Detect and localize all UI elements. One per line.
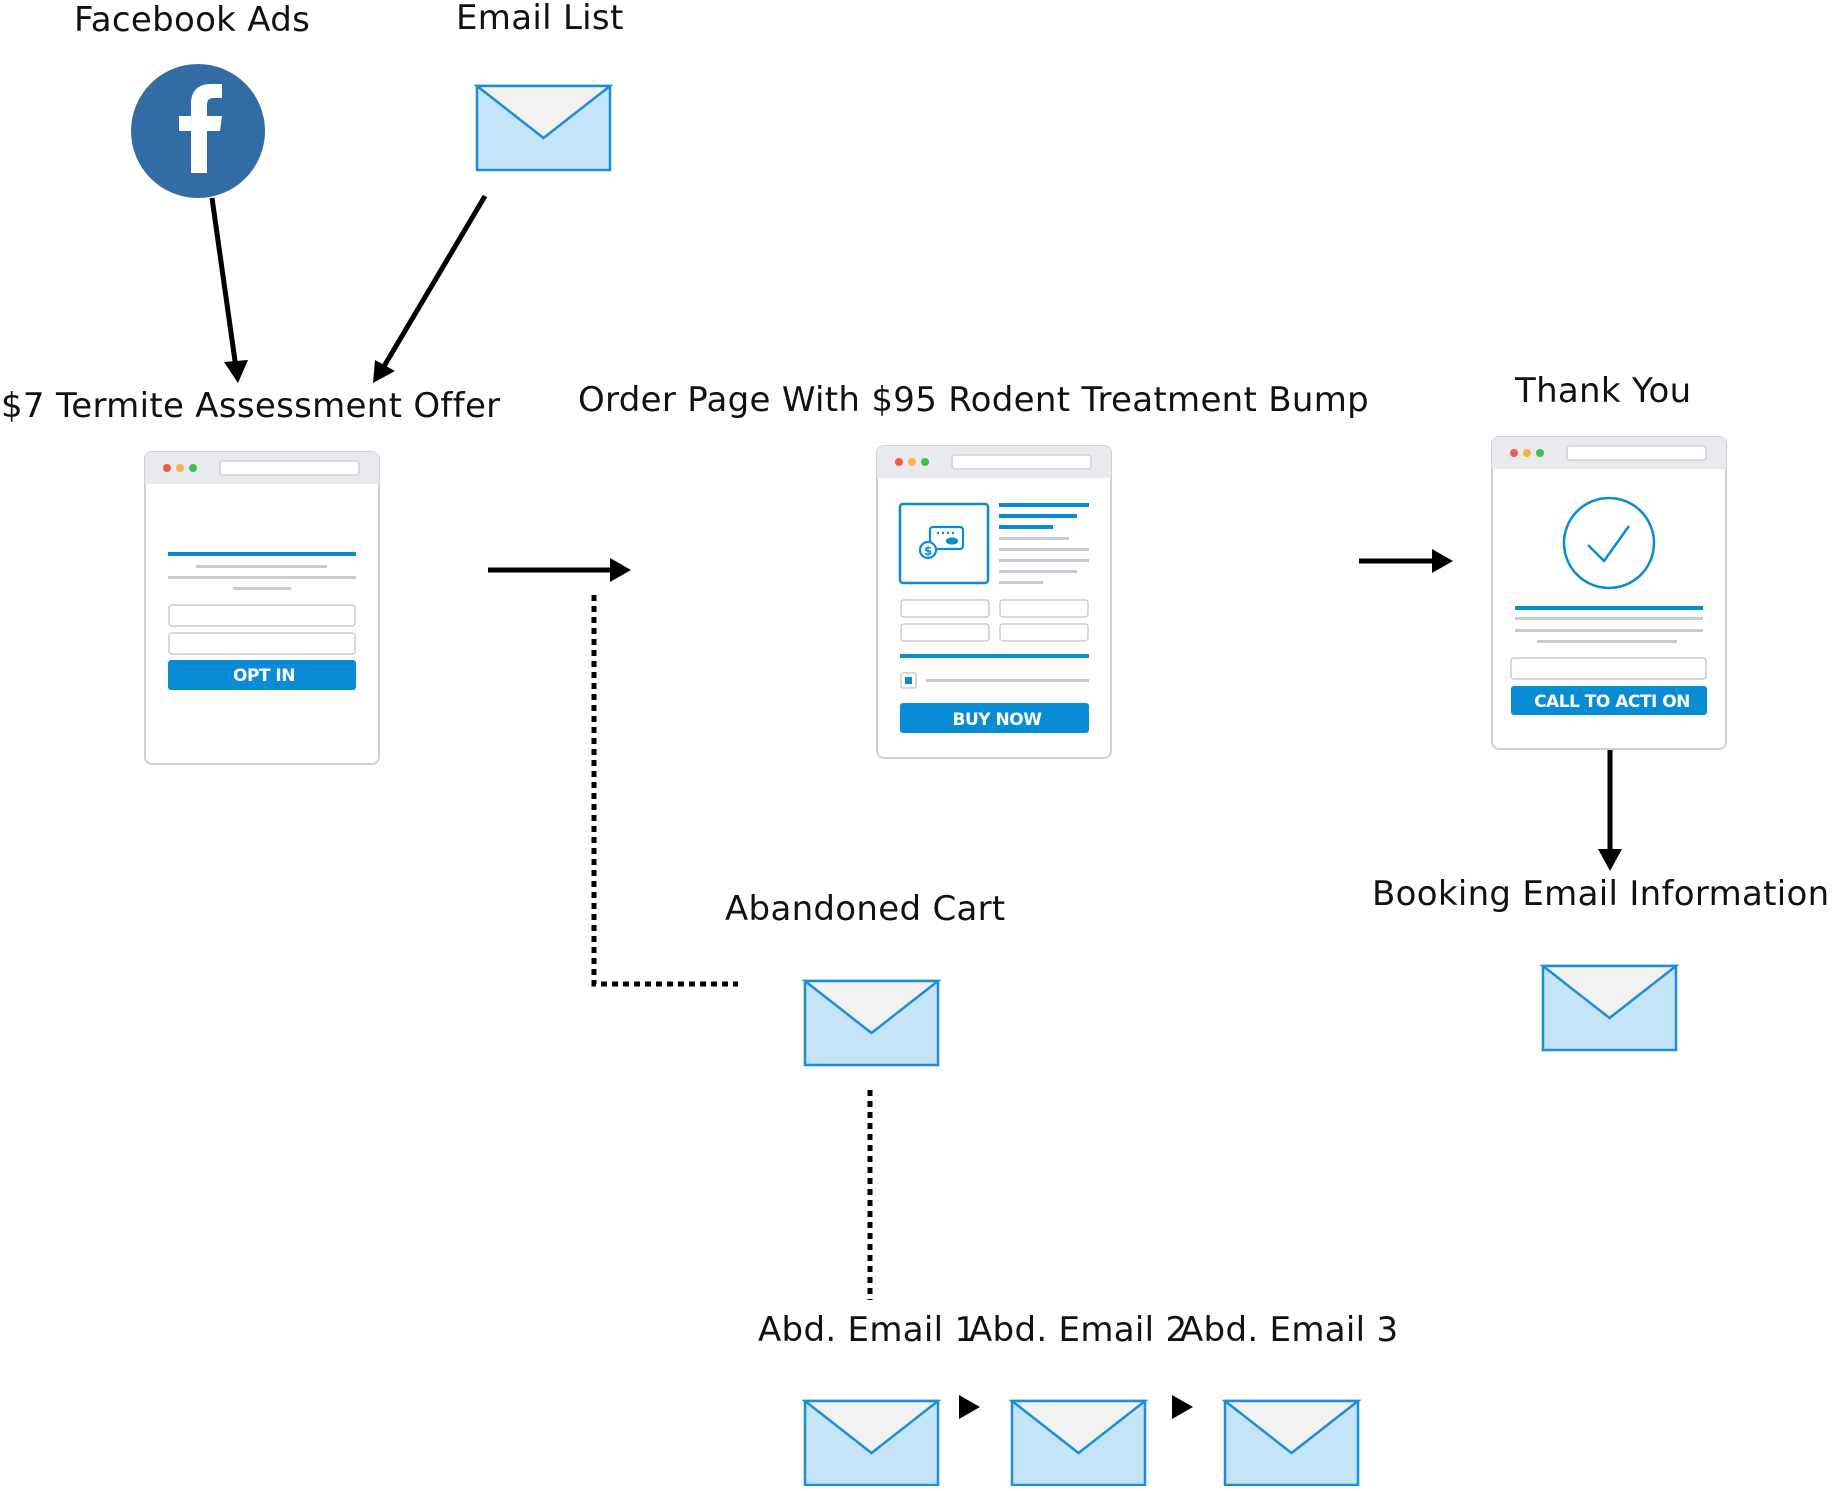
thank-you-page-title: Thank You <box>1515 371 1692 411</box>
call-to-action-button-label: CALL TO ACTI ON <box>1534 692 1690 712</box>
booking-email-envelope-icon <box>1541 964 1678 1052</box>
abd-email-3-envelope-icon <box>1223 1399 1360 1487</box>
booking-email-label: Booking Email Information <box>1372 874 1830 914</box>
thank-you-page-mockup: CALL TO ACTI ON <box>1491 436 1727 750</box>
order-page-mockup: $ BUY NOW <box>876 445 1112 759</box>
arrow-optin-to-order <box>488 558 631 582</box>
dotted-connector-order-to-abandoned-cart <box>591 595 738 987</box>
arrow-abd-email-2-to-3 <box>1172 1395 1193 1419</box>
opt-in-button[interactable] <box>168 660 356 690</box>
abandoned-cart-envelope-icon <box>803 979 940 1067</box>
abd-email-2-envelope-icon <box>1010 1399 1147 1487</box>
abd-email-2-label: Abd. Email 2 <box>969 1310 1188 1350</box>
arrow-email-list-to-optin <box>373 194 488 383</box>
arrow-abd-email-1-to-2 <box>959 1395 980 1419</box>
order-page-title: Order Page With $95 Rodent Treatment Bum… <box>578 380 1370 420</box>
facebook-ads-label: Facebook Ads <box>74 0 311 40</box>
arrow-facebook-to-optin <box>209 197 248 383</box>
optin-page-title: $7 Termite Assessment Offer <box>1 386 501 426</box>
payment-icon <box>918 525 965 560</box>
optin-page-mockup: OPT IN <box>144 451 380 765</box>
svg-text:$: $ <box>924 544 932 558</box>
call-to-action-button[interactable] <box>1511 686 1707 715</box>
arrow-thank-you-to-booking-email <box>1598 750 1622 871</box>
buy-now-button-label: BUY NOW <box>953 710 1043 730</box>
email-list-label: Email List <box>456 0 624 38</box>
abd-email-3-label: Abd. Email 3 <box>1180 1310 1399 1350</box>
checkmark-icon <box>1562 496 1656 590</box>
abandoned-cart-label: Abandoned Cart <box>725 889 1006 929</box>
facebook-icon <box>131 64 265 198</box>
abd-email-1-label: Abd. Email 1 <box>758 1310 977 1350</box>
abd-email-1-envelope-icon <box>803 1399 940 1487</box>
arrow-order-to-thank-you <box>1359 549 1453 573</box>
buy-now-button[interactable] <box>900 703 1089 733</box>
opt-in-button-label: OPT IN <box>233 666 295 686</box>
email-list-envelope-icon <box>475 84 612 172</box>
